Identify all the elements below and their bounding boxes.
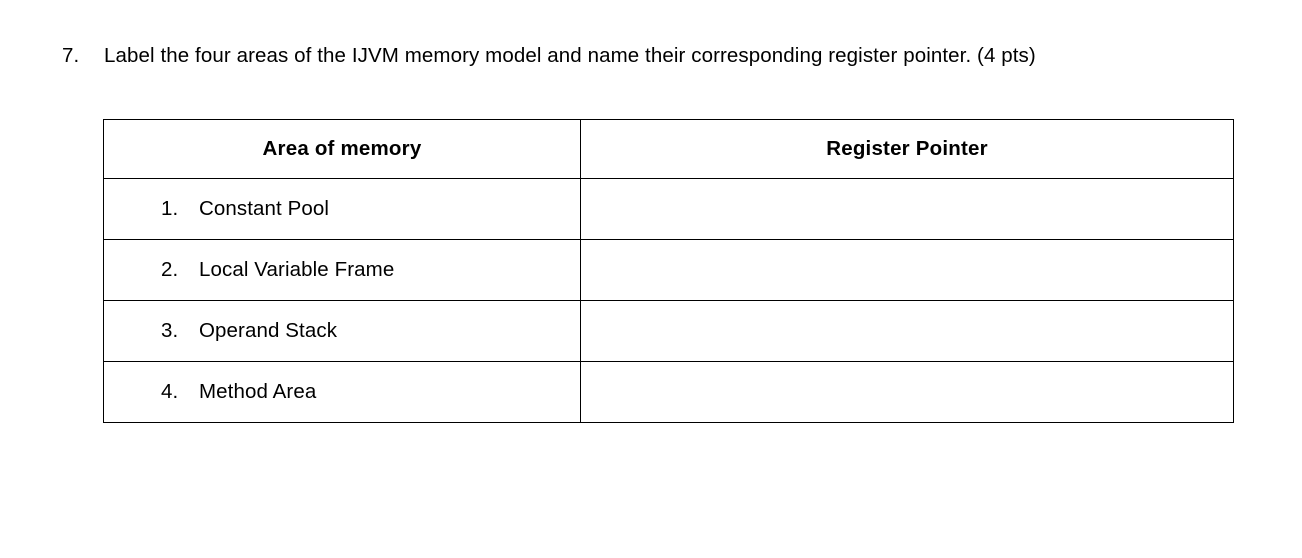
cell-register-pointer-answer[interactable] — [580, 361, 1234, 423]
cell-area-of-memory: 2. Local Variable Frame — [103, 239, 581, 301]
cell-area-of-memory: 4. Method Area — [103, 361, 581, 423]
row-number: 4. — [161, 380, 179, 403]
question-number: 7. — [62, 44, 80, 67]
register-pointer-answer-field[interactable] — [581, 362, 1233, 422]
row-number: 2. — [161, 258, 179, 281]
memory-model-table: Area of memory Register Pointer 1. Const… — [103, 119, 1234, 423]
question-line: 7. Label the four areas of the IJVM memo… — [62, 42, 1282, 70]
cell-area-of-memory: 3. Operand Stack — [103, 300, 581, 362]
table-row: 1. Constant Pool — [103, 178, 1234, 240]
row-number: 1. — [161, 197, 179, 220]
register-pointer-answer-field[interactable] — [581, 240, 1233, 300]
header-register-pointer: Register Pointer — [580, 119, 1234, 179]
cell-register-pointer-answer[interactable] — [580, 178, 1234, 240]
row-label: Method Area — [199, 380, 317, 403]
row-label: Operand Stack — [199, 319, 338, 342]
table-header-row: Area of memory Register Pointer — [103, 119, 1234, 179]
row-label: Constant Pool — [199, 197, 330, 220]
cell-register-pointer-answer[interactable] — [580, 239, 1234, 301]
table-row: 3. Operand Stack — [103, 300, 1234, 362]
row-number: 3. — [161, 319, 179, 342]
cell-register-pointer-answer[interactable] — [580, 300, 1234, 362]
cell-area-of-memory: 1. Constant Pool — [103, 178, 581, 240]
table-row: 4. Method Area — [103, 361, 1234, 423]
question-text: Label the four areas of the IJVM memory … — [104, 44, 1036, 67]
table-row: 2. Local Variable Frame — [103, 239, 1234, 301]
register-pointer-answer-field[interactable] — [581, 301, 1233, 361]
row-label: Local Variable Frame — [199, 258, 395, 281]
header-area-of-memory: Area of memory — [103, 119, 581, 179]
register-pointer-answer-field[interactable] — [581, 179, 1233, 239]
